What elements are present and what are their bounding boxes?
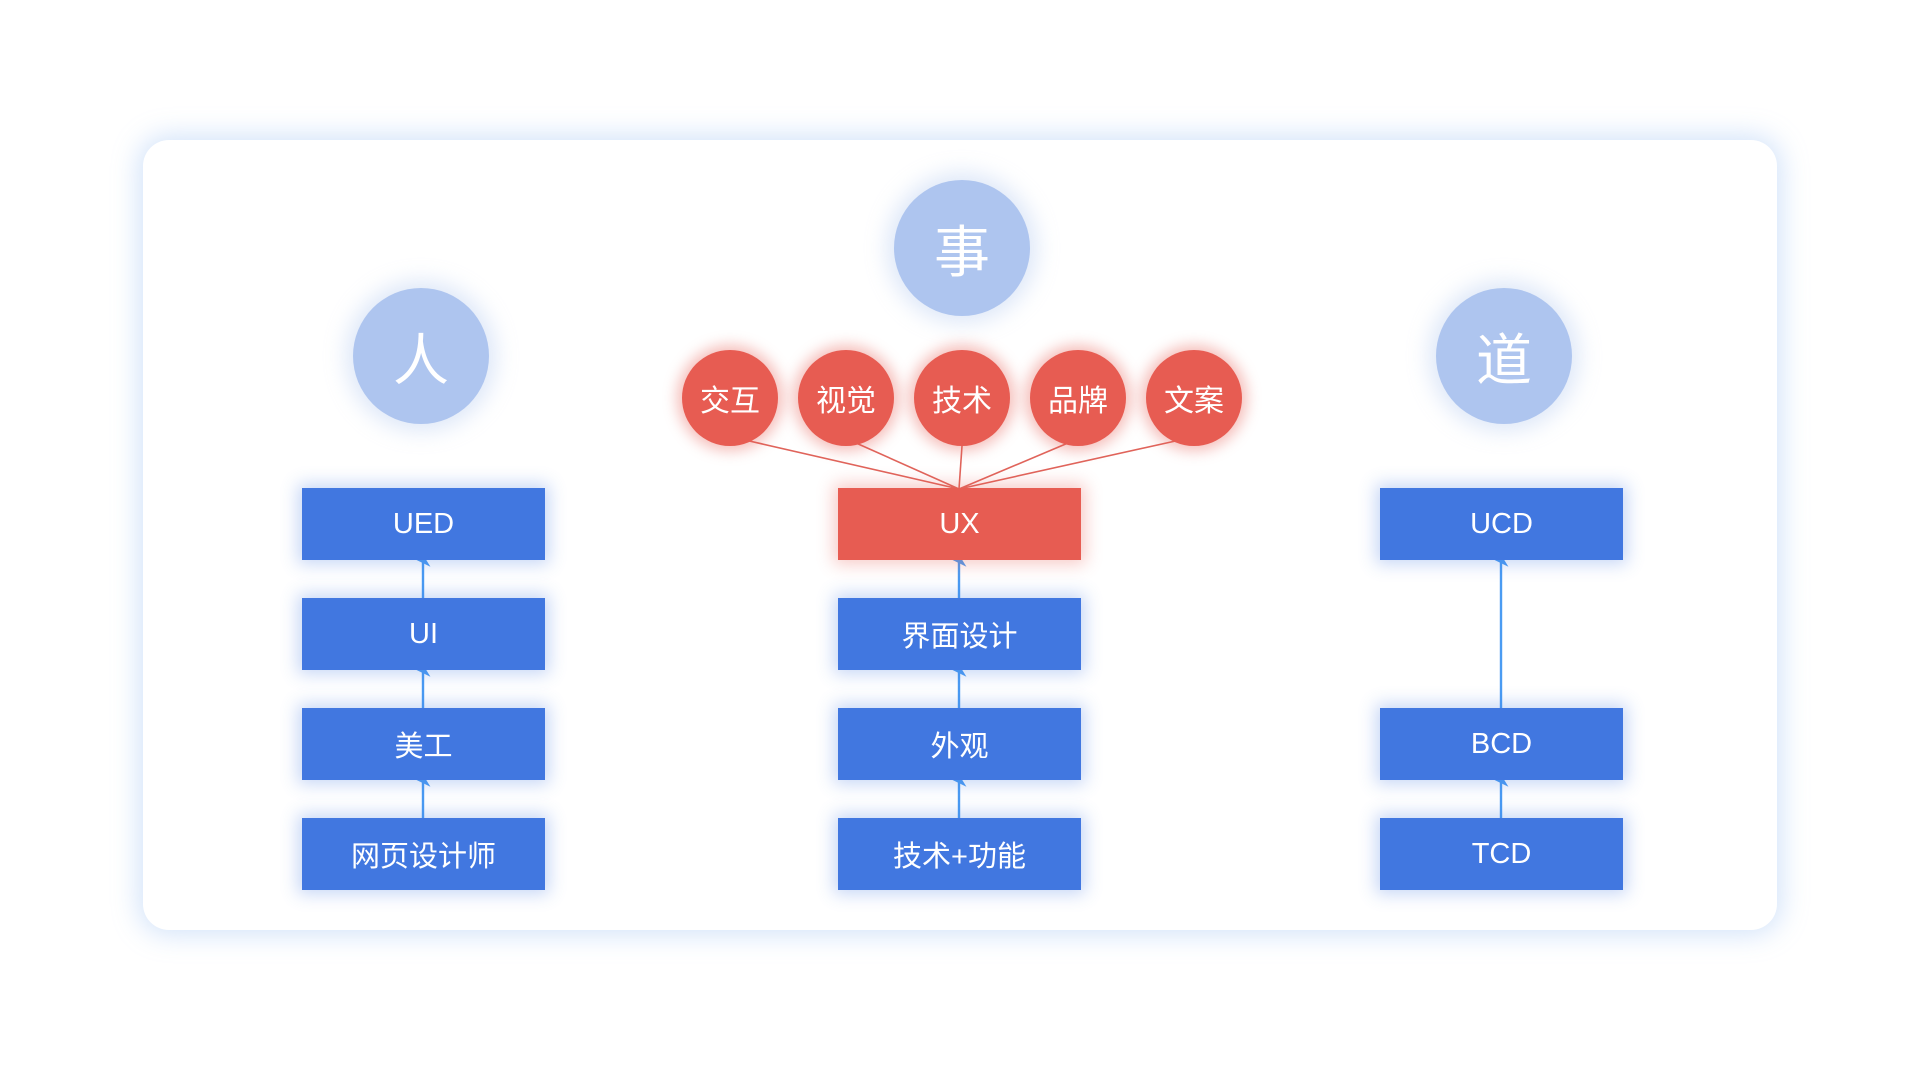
category-circle-ren[interactable]: 人 [353, 288, 489, 424]
circle-label: 技术 [932, 385, 992, 418]
circle-label: 视觉 [816, 385, 876, 418]
skill-circle-copywriting[interactable]: 文案 [1146, 350, 1242, 446]
circle-label: 人 [393, 328, 449, 392]
node-box-tcd[interactable]: TCD [1380, 818, 1623, 890]
node-label: 外观 [930, 731, 989, 763]
node-label: 美工 [394, 731, 453, 763]
circle-label: 事 [934, 220, 990, 284]
circle-label: 文案 [1164, 385, 1224, 418]
node-box-ucd[interactable]: UCD [1380, 488, 1623, 560]
skill-circle-technology[interactable]: 技术 [914, 350, 1010, 446]
node-box-appearance[interactable]: 外观 [838, 708, 1081, 780]
node-box-ui[interactable]: UI [302, 598, 545, 670]
node-label: UCD [1470, 507, 1533, 540]
node-label: UED [392, 507, 455, 540]
node-box-ux[interactable]: UX [838, 488, 1081, 560]
skill-circle-brand[interactable]: 品牌 [1030, 350, 1126, 446]
node-label: BCD [1470, 727, 1533, 760]
node-label: UX [939, 507, 980, 540]
node-label: 网页设计师 [350, 841, 496, 873]
node-box-art-designer[interactable]: 美工 [302, 708, 545, 780]
circle-label: 交互 [700, 385, 760, 418]
skill-circle-interaction[interactable]: 交互 [682, 350, 778, 446]
node-label: 技术+功能 [893, 841, 1026, 873]
node-label: UI [409, 617, 438, 650]
node-box-web-designer[interactable]: 网页设计师 [302, 818, 545, 890]
circle-label: 品牌 [1048, 385, 1108, 418]
skill-circle-visual[interactable]: 视觉 [798, 350, 894, 446]
circle-label: 道 [1476, 328, 1532, 392]
node-box-interface[interactable]: 界面设计 [838, 598, 1081, 670]
node-box-tech-function[interactable]: 技术+功能 [838, 818, 1081, 890]
category-circle-shi[interactable]: 事 [894, 180, 1030, 316]
node-label: TCD [1471, 837, 1532, 870]
category-circle-dao[interactable]: 道 [1436, 288, 1572, 424]
node-label: 界面设计 [901, 621, 1018, 653]
node-box-bcd[interactable]: BCD [1380, 708, 1623, 780]
node-box-ued[interactable]: UED [302, 488, 545, 560]
